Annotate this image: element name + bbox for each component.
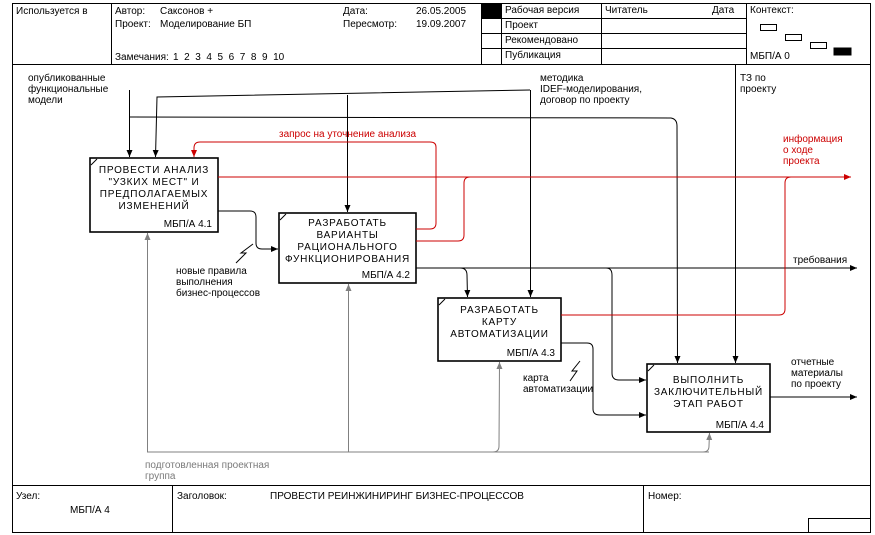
activity-box-4-2 <box>278 212 417 284</box>
date-value: 26.05.2005 <box>416 6 467 17</box>
header-grid <box>12 3 871 65</box>
label-requirements: требования <box>793 255 848 266</box>
arrow-4-1-to-4-2 <box>218 210 278 252</box>
status-recommended: Рекомендовано <box>505 35 579 46</box>
notes-numbers: 1 2 3 4 5 6 7 8 9 10 <box>173 52 285 63</box>
arrow-4-2-to-4-3 <box>459 267 471 298</box>
label-analysis-request: запрос на уточнение анализа <box>279 129 417 140</box>
box-4-3-title[interactable]: РАЗРАБОТАТЬ КАРТУ АВТОМАТИЗАЦИИ <box>450 305 549 340</box>
arrow-4-3-info <box>561 176 792 316</box>
arrow-4-3-to-4-4 <box>561 342 646 418</box>
project-value: Моделирование БП <box>160 19 252 30</box>
footer-node-label: Узел: <box>16 491 41 502</box>
box-4-1-number: МБП/А 4.1 <box>163 219 212 230</box>
arrow-analysis-request <box>191 141 437 230</box>
status-draft: Проект <box>505 20 538 31</box>
footer-grid <box>12 485 871 533</box>
context-label: Контекст: <box>750 5 794 16</box>
label-methodology: методика IDEF-моделирования, договор по … <box>540 73 642 106</box>
arrow-group-4-4 <box>702 432 713 453</box>
label-reports: отчетные материалы по проекту <box>791 357 843 390</box>
status-current-marker <box>482 4 501 18</box>
review-value: 19.09.2007 <box>416 19 467 30</box>
author-label: Автор: <box>115 6 146 17</box>
review-label: Пересмотр: <box>343 19 398 30</box>
squiggle-automation-map <box>569 360 581 382</box>
label-project-group: подготовленная проектная группа <box>145 460 270 482</box>
status-publication: Публикация <box>505 50 561 61</box>
author-value: Саксонов + <box>160 6 214 17</box>
label-new-rules: новые правила выполнения бизнес-процессо… <box>176 266 261 299</box>
label-automation-map: карта автоматизации <box>523 373 594 395</box>
label-published-models: опубликованные функциональные модели <box>28 73 109 106</box>
box-4-3-number: МБП/А 4.3 <box>506 348 555 359</box>
box-4-1-title[interactable]: ПРОВЕСТИ АНАЛИЗ "УЗКИХ МЕСТ" И ПРЕДПОЛАГ… <box>98 165 210 212</box>
label-tz: ТЗ по проекту <box>740 73 777 95</box>
arrow-methodology-trunk <box>152 89 531 158</box>
label-progress-info: информация о ходе проекта <box>783 134 843 167</box>
activity-box-4-3 <box>437 297 562 362</box>
box-4-4-number: МБП/А 4.4 <box>715 420 764 431</box>
squiggle-new-rules <box>235 243 254 264</box>
reader-date-label: Дата <box>712 5 735 16</box>
arrow-4-2-info <box>416 176 471 242</box>
box-4-2-number: МБП/А 4.2 <box>361 270 410 281</box>
activity-box-4-4 <box>646 363 771 433</box>
notes-label: Замечания: <box>115 52 169 63</box>
activity-box-4-1 <box>89 157 219 233</box>
reader-label: Читатель <box>605 5 648 16</box>
arrow-group-4-3 <box>492 361 503 453</box>
footer-number-label: Номер: <box>648 491 682 502</box>
used-in-label: Используется в <box>16 6 88 17</box>
arrow-4-2-to-4-4 <box>605 267 646 383</box>
arrow-methodology-4-4 <box>129 116 681 364</box>
date-label: Дата: <box>343 6 368 17</box>
footer-title-label: Заголовок: <box>177 491 227 502</box>
box-4-4-title[interactable]: ВЫПОЛНИТЬ ЗАКЛЮЧИТЕЛЬНЫЙ ЭТАП РАБОТ <box>653 375 764 410</box>
context-node: МБП/А 0 <box>750 51 790 62</box>
status-working: Рабочая версия <box>505 5 580 16</box>
project-label: Проект: <box>115 19 151 30</box>
footer-title-value: ПРОВЕСТИ РЕИНЖИНИРИНГ БИЗНЕС-ПРОЦЕССОВ <box>270 491 524 502</box>
diagram-frame <box>12 3 871 533</box>
footer-node-value: МБП/А 4 <box>70 505 110 516</box>
context-mini-diagram <box>760 24 852 56</box>
box-4-2-title[interactable]: РАЗРАБОТАТЬ ВАРИАНТЫ РАЦИОНАЛЬНОГО ФУНКЦ… <box>285 218 410 265</box>
